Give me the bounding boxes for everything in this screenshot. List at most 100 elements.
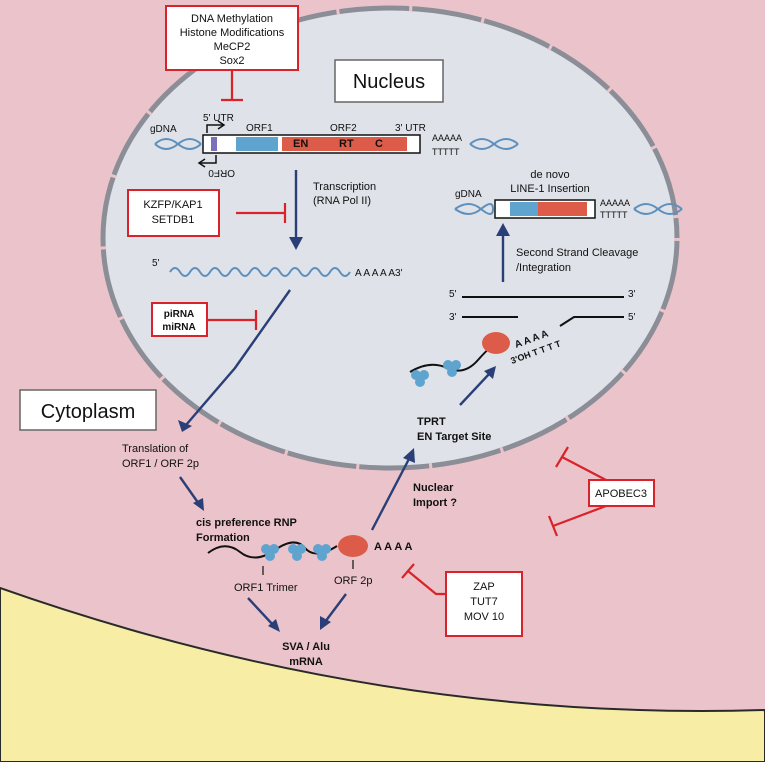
- translation-arrow: [179, 476, 200, 505]
- mrna-polya: A A A A A3': [355, 268, 403, 279]
- export-arrow: [185, 289, 291, 426]
- epigenetic-line-1: DNA Methylation: [191, 13, 273, 25]
- zap-line-1: ZAP: [473, 581, 494, 593]
- orf1-trimer-1: [261, 544, 279, 561]
- strand-top-5prime: 5': [449, 289, 457, 300]
- translation-label-2: ORF1 / ORF 2p: [122, 458, 199, 470]
- orf1-trimer-label: ORF1 Trimer: [234, 582, 298, 594]
- orf1-trimer-3: [313, 544, 331, 561]
- tprt-orf1-trimer-1: [411, 370, 429, 387]
- zap-inhibitor: [401, 563, 446, 596]
- gdna-helix-left: [154, 138, 202, 150]
- apobec3-inhibitor-lower: [547, 504, 607, 537]
- rnp-label-2: Formation: [196, 532, 250, 544]
- epigenetic-box: [165, 5, 299, 71]
- insertion-helix-right: [633, 203, 683, 215]
- nuclear-pores: [100, 5, 680, 471]
- sense-promoter-arrowhead: [217, 120, 226, 130]
- integration-arrowhead: [496, 223, 510, 236]
- utr5-label: 5' UTR: [203, 113, 234, 124]
- nuclear-import-label-2: Import ?: [413, 497, 457, 509]
- orf2p-protein: [338, 535, 368, 557]
- sva-arrow-left: [247, 597, 275, 627]
- rnp-label-1: cis preference RNP: [196, 517, 297, 529]
- strand-bottom-3prime: 3': [449, 312, 457, 323]
- line1-element-top: [202, 134, 421, 154]
- export-arrowhead: [178, 420, 192, 432]
- epigenetic-line-3: MeCP2: [214, 41, 251, 53]
- tprt-orf2p: [482, 332, 510, 354]
- polya-top: AAAAA: [432, 133, 462, 143]
- transcription-label-2: (RNA Pol II): [313, 195, 371, 207]
- kzfp-box: [127, 189, 220, 237]
- utr3-label: 3' UTR: [395, 123, 426, 134]
- second-strand-label-1: Second Strand Cleavage: [516, 247, 638, 259]
- orf2p-label: ORF 2p: [334, 575, 373, 587]
- epigenetic-inhibitor: [221, 70, 243, 102]
- rnp-polya: A A A A: [374, 541, 413, 553]
- transcription-label-1: Transcription: [313, 181, 376, 193]
- epigenetic-line-4: Sox2: [219, 55, 244, 67]
- apobec3-label: APOBEC3: [595, 488, 647, 500]
- orf1-trimer-2: [288, 544, 306, 561]
- target-bottom-strand-right: [559, 316, 624, 327]
- gdna-helix-right: [469, 138, 519, 150]
- transcription-arrowhead: [289, 237, 303, 250]
- apobec3-box: [588, 479, 655, 507]
- orf2-label: ORF2: [330, 123, 357, 134]
- orf0-label: ORF0: [208, 167, 235, 178]
- pirna-inhibitor: [207, 310, 258, 330]
- pirna-line-1: piRNA: [164, 309, 195, 320]
- mrna-wave: [169, 267, 351, 277]
- nucleus-label-box: [334, 59, 444, 103]
- gdna-label-top: gDNA: [150, 124, 177, 135]
- polyt-top: TTTTT: [432, 147, 460, 157]
- sense-promoter-arrow: [206, 124, 223, 133]
- antisense-promoter-arrowhead: [197, 158, 206, 168]
- translation-arrowhead: [193, 498, 204, 511]
- apobec3-inhibitor-upper: [555, 446, 607, 481]
- tprt-orf1-trimer-2: [443, 360, 461, 377]
- cell-wall: [0, 586, 765, 762]
- zap-line-3: MOV 10: [464, 611, 504, 623]
- sva-arrow-right: [324, 593, 347, 623]
- en-domain-label: EN: [293, 138, 308, 150]
- second-strand-label-2: /Integration: [516, 262, 571, 274]
- c-domain-label: C: [375, 138, 383, 150]
- sva-arrowhead-right: [320, 616, 331, 630]
- de-novo-label-2: LINE-1 Insertion: [510, 183, 589, 195]
- pirna-line-2: miRNA: [162, 322, 195, 333]
- gdna-label-right: gDNA: [455, 189, 482, 200]
- kzfp-line-2: SETDB1: [152, 214, 195, 226]
- strand-bottom-5prime: 5': [628, 312, 636, 323]
- strand-top-3prime: 3': [628, 289, 636, 300]
- tprt-label-1: TPRT: [417, 416, 446, 428]
- translation-label-1: Translation of: [122, 443, 189, 455]
- mrna-5prime: 5': [152, 258, 160, 269]
- sva-arrowhead-left: [268, 619, 280, 632]
- line1-element-inserted: [494, 199, 596, 219]
- tprt-arrow: [459, 372, 491, 406]
- kzfp-line-1: KZFP/KAP1: [143, 199, 202, 211]
- sva-label-1: SVA / Alu: [282, 641, 330, 653]
- kzfp-inhibitor: [236, 203, 287, 223]
- insertion-helix-left: [454, 203, 494, 215]
- rt-domain-label: RT: [339, 138, 354, 150]
- sva-label-2: mRNA: [289, 656, 323, 668]
- orf1-label: ORF1: [246, 123, 273, 134]
- polyt-right: TTTTT: [600, 210, 628, 220]
- zap-line-2: TUT7: [470, 596, 498, 608]
- epigenetic-line-2: Histone Modifications: [180, 27, 285, 39]
- tprt-label-2: EN Target Site: [417, 431, 491, 443]
- nuclear-import-arrowhead: [403, 448, 415, 463]
- nucleus-label: Nucleus: [353, 71, 425, 93]
- cytoplasm-label: Cytoplasm: [41, 401, 135, 423]
- zap-box: [445, 571, 523, 637]
- pirna-box: [151, 302, 208, 337]
- tprt-arrowhead: [484, 366, 496, 379]
- de-novo-label-1: de novo: [530, 169, 569, 181]
- nuclear-import-label-1: Nuclear: [413, 482, 454, 494]
- cytoplasm-label-box: [19, 389, 157, 431]
